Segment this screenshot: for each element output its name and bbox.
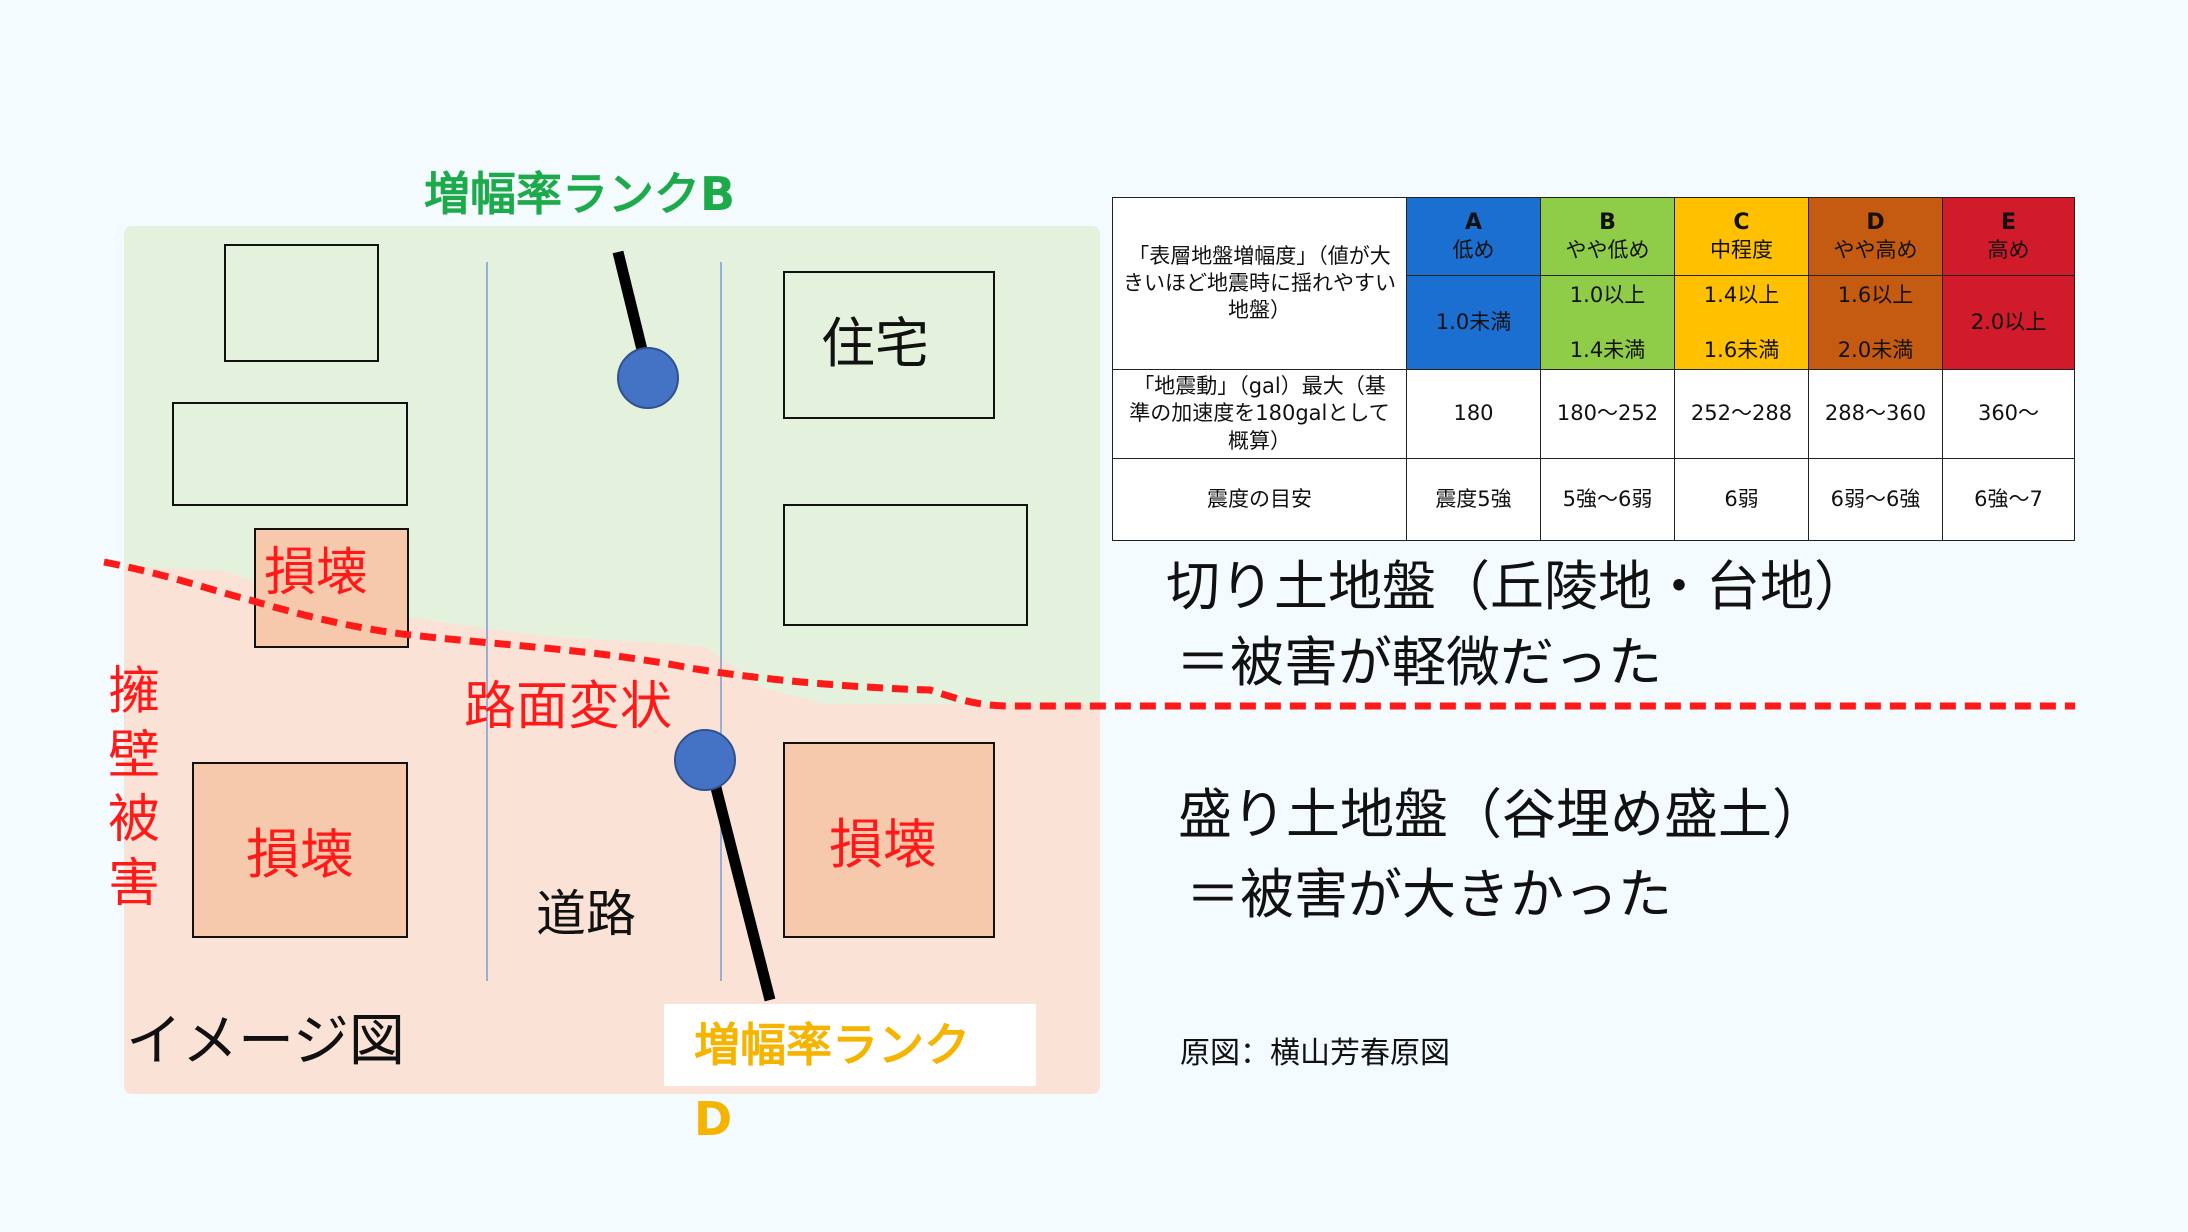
house: 住宅 (783, 271, 995, 419)
gal-cell: 180 (1406, 369, 1541, 459)
fill-ground-title: 盛り土地盤（谷埋め盛土） (1178, 783, 1826, 846)
road-label: 道路 (536, 885, 636, 943)
cut-ground-title: 切り土地盤（丘陵地・台地） (1166, 555, 1868, 618)
rank-b-label: 増幅率ランクB (424, 167, 736, 221)
fill-ground-zone (124, 262, 1100, 1094)
house-label: 住宅 (821, 312, 929, 375)
damaged-house: 損壊 (783, 742, 995, 938)
ground-motion-label: 「地震動」（gal）最大（基準の加速度を180galとして概算） (1112, 369, 1407, 459)
ground-diagram: 住宅 損壊 損壊 損壊 路面変状 道路 イメージ図 (124, 226, 1100, 1094)
rank-e-range: 2.0以上 (1942, 275, 2075, 371)
marker-rank-b (617, 347, 679, 409)
intensity-cell: 5強～6弱 (1540, 457, 1675, 542)
fill-ground-result: ＝被害が大きかった (1186, 863, 1672, 926)
retaining-wall-label: 擁壁被害 (108, 662, 161, 914)
cut-ground-result: ＝被害が軽微だった (1176, 631, 1662, 694)
rank-d-label: 増幅率ランクD (664, 1004, 1036, 1146)
intensity-label: 震度の目安 (1112, 457, 1407, 542)
rank-a-range: 1.0未満 (1406, 275, 1541, 371)
source-credit: 原図：横山芳春原図 (1180, 1036, 1450, 1071)
damaged-house: 損壊 (192, 762, 408, 938)
arrow-shaft (707, 774, 776, 1002)
damage-label: 損壊 (829, 813, 937, 876)
house (172, 402, 408, 506)
image-caption: イメージ図 (126, 1009, 405, 1074)
gal-cell: 360～ (1942, 369, 2075, 459)
arrow-shaft (612, 250, 652, 368)
intensity-cell: 6強～7 (1942, 457, 2075, 542)
amplification-header-cell: 「表層地盤増幅度」（値が大きいほど地震時に揺れやすい地盤） (1112, 196, 1407, 371)
gal-cell: 252～288 (1674, 369, 1809, 459)
house (224, 244, 379, 362)
house (783, 504, 1028, 626)
intensity-cell: 6弱～6強 (1808, 457, 1943, 542)
road-deformation-label: 路面変状 (464, 677, 673, 737)
damage-label: 損壊 (264, 543, 369, 603)
gal-cell: 288～360 (1808, 369, 1943, 459)
damage-label: 損壊 (246, 823, 354, 886)
intensity-cell: 6弱 (1674, 457, 1809, 542)
marker-rank-d (674, 729, 736, 791)
intensity-cell: 震度5強 (1406, 457, 1541, 542)
ground-boundary-line (103, 558, 2075, 710)
gal-cell: 180～252 (1540, 369, 1675, 459)
